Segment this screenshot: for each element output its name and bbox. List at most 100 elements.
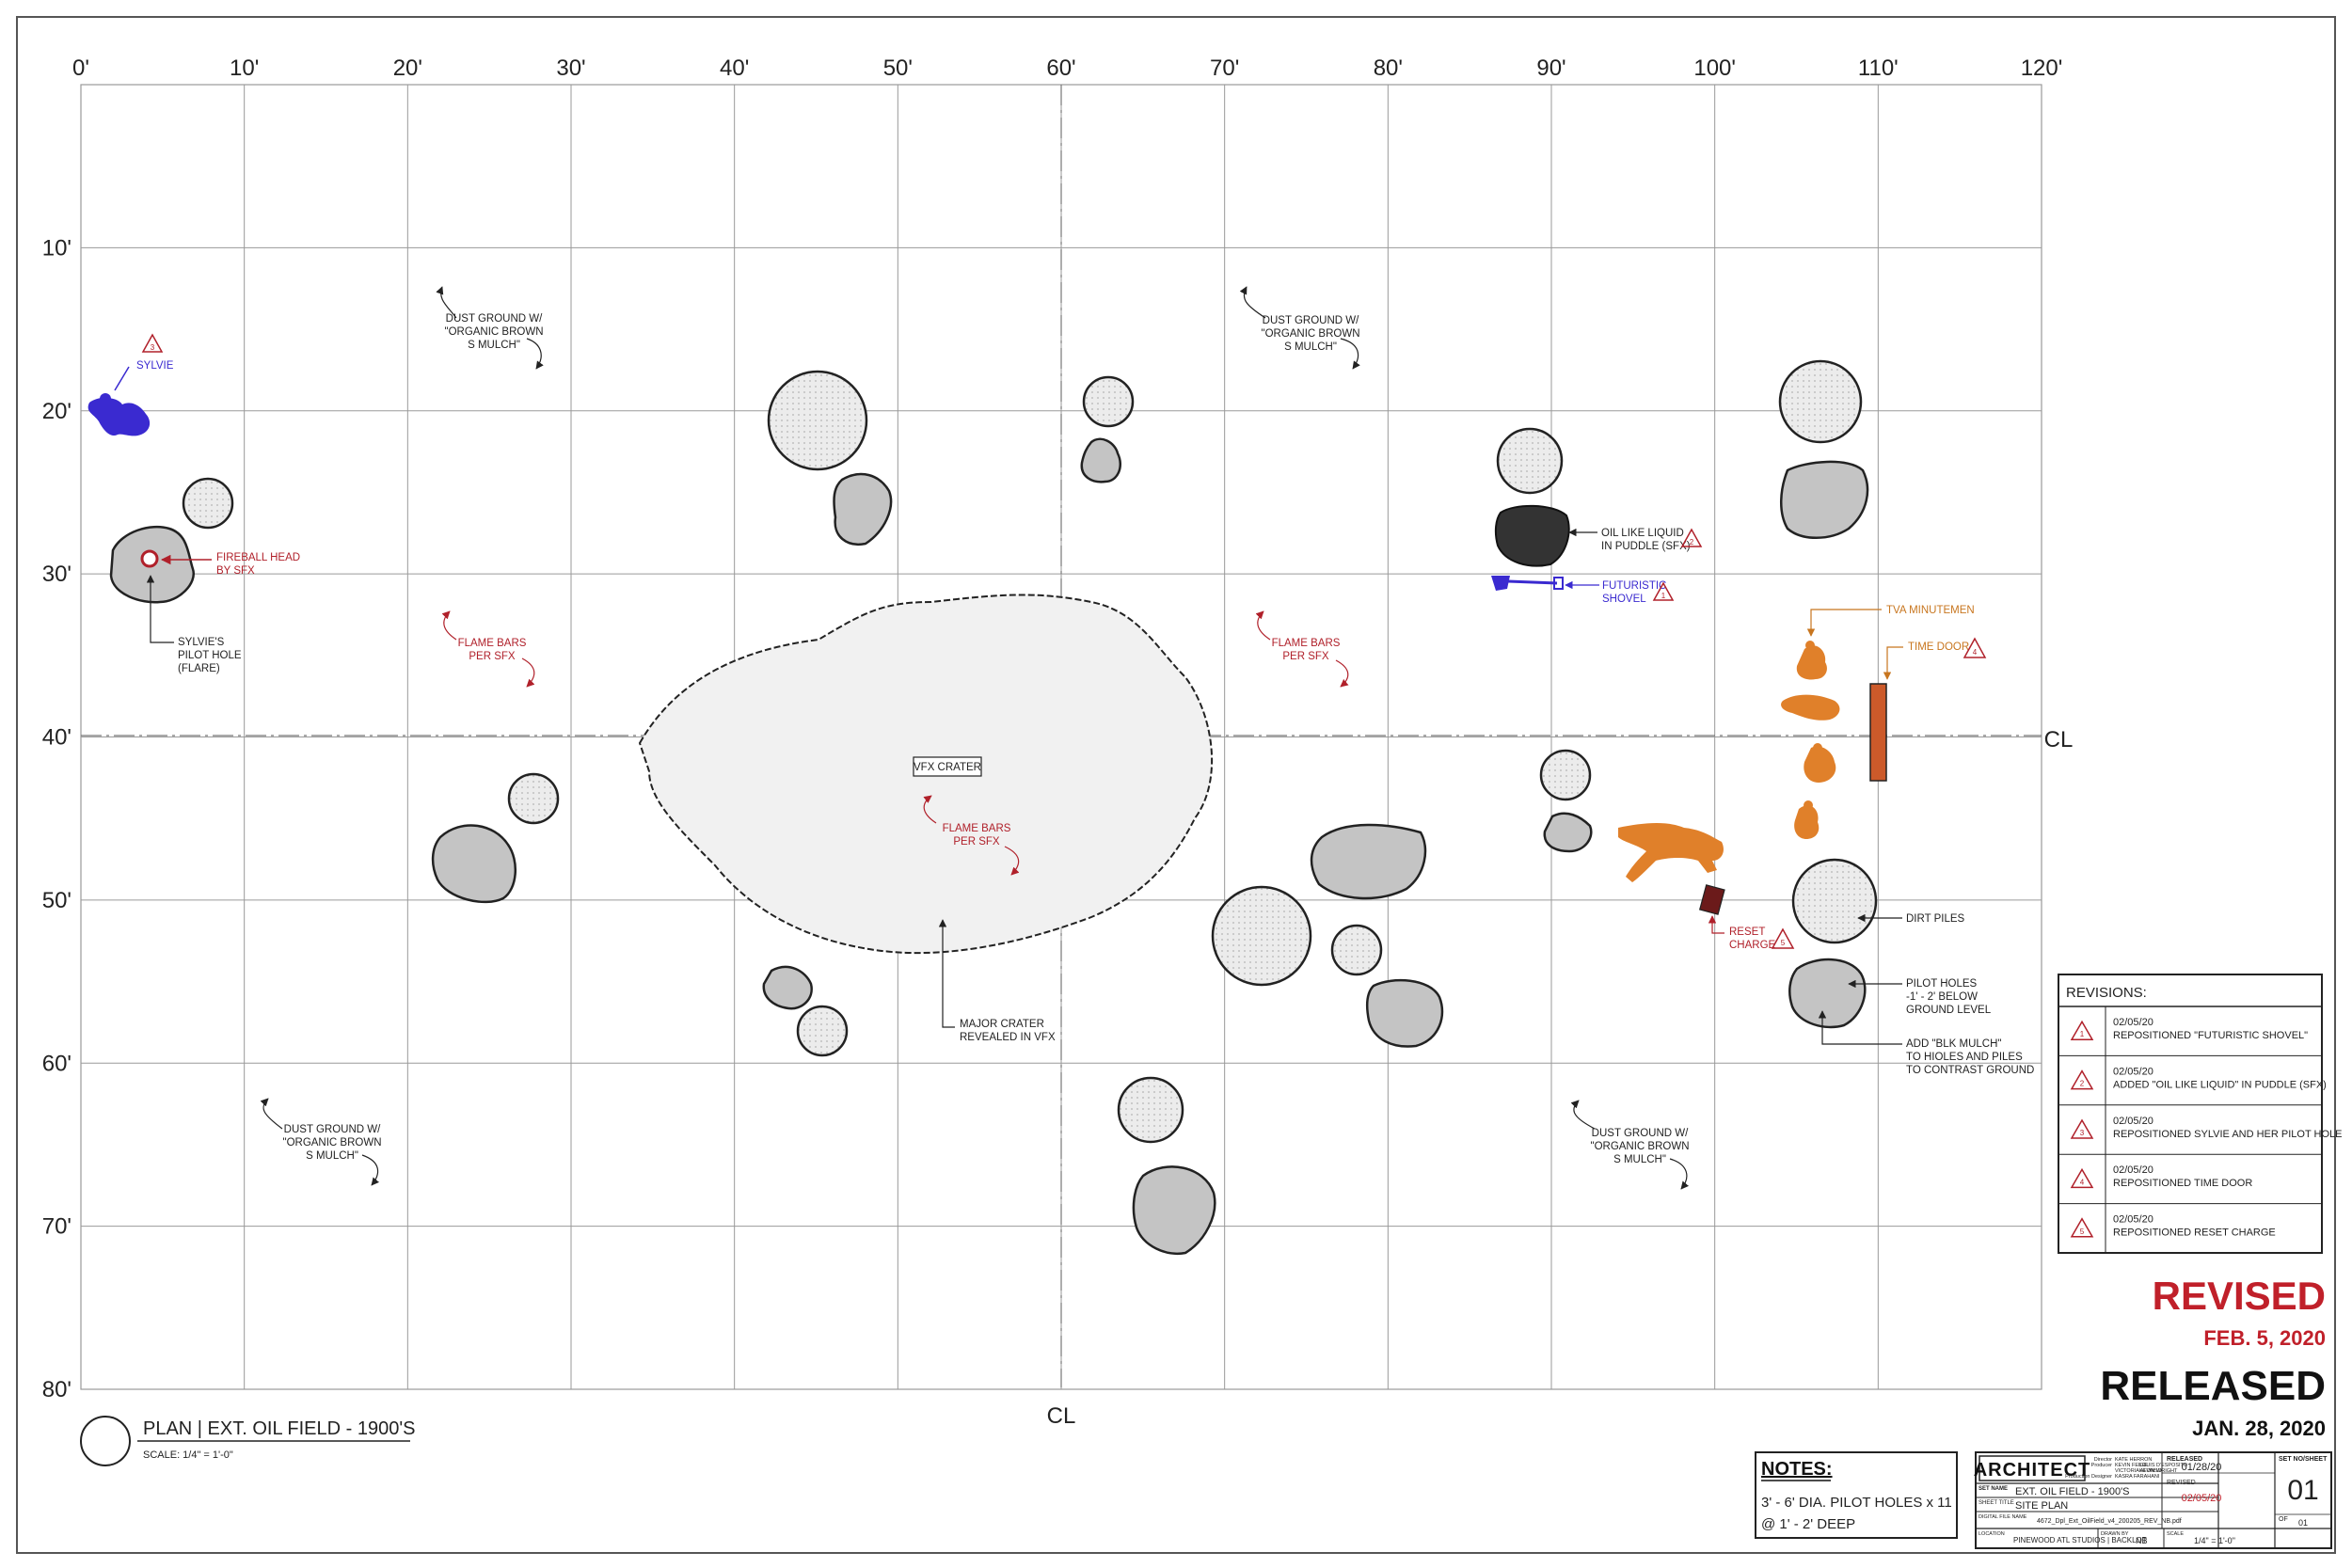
x-axis-tick-label: 30'	[556, 55, 585, 81]
notes-box: NOTES: 3' - 6' DIA. PILOT HOLES x 11 @ 1…	[1755, 1451, 1958, 1539]
vfx-crater-label: VFX CRATER	[914, 762, 981, 773]
revision-date: 02/05/20	[2113, 1164, 2153, 1176]
revised-value: 02/05/20	[2182, 1493, 2222, 1504]
svg-text:KATE HERRON: KATE HERRON	[2115, 1457, 2152, 1463]
tva-leader	[1806, 609, 1882, 637]
svg-text:2: 2	[1690, 538, 1694, 546]
svg-text:PER SFX: PER SFX	[1282, 651, 1329, 662]
centerline-mark-right: CL	[2044, 727, 2074, 752]
released-label: RELEASED	[2167, 1456, 2202, 1463]
x-axis-tick-label: 70'	[1210, 55, 1239, 81]
x-axis-tick-label: 20'	[393, 55, 422, 81]
svg-text:Producer: Producer	[2091, 1463, 2112, 1468]
pile-circle	[1778, 359, 1863, 444]
svg-text:S MULCH": S MULCH"	[1284, 341, 1337, 353]
time-door	[1869, 683, 1887, 782]
pilot-hole	[1080, 437, 1121, 483]
plan-scale: SCALE: 1/4" = 1'-0"	[143, 1449, 233, 1461]
pilot-holes	[109, 437, 1869, 1256]
pile-circle	[1539, 749, 1592, 801]
y-axis-tick-label: 40'	[42, 725, 72, 751]
set-no-label: SET NO/SHEET	[2279, 1456, 2328, 1463]
minuteman-figure	[1794, 805, 1820, 839]
x-axis-tick-label: 0'	[72, 55, 89, 81]
svg-text:LOUIS D'ESPOSITO: LOUIS D'ESPOSITO	[2139, 1463, 2188, 1468]
revised-label: REVISED	[2167, 1480, 2196, 1486]
svg-text:SCALE: SCALE	[2167, 1531, 2184, 1537]
svg-text:"ORGANIC BROWN: "ORGANIC BROWN	[1590, 1141, 1689, 1152]
sylvie-leader	[114, 366, 130, 391]
major-crater-leader	[938, 919, 955, 1028]
svg-text:DRAWN BY: DRAWN BY	[2101, 1531, 2129, 1537]
pilot-hole	[762, 965, 813, 1010]
released-stamp: RELEASED	[2100, 1363, 2326, 1409]
y-axis-labels: 10'20'30'40'50'60'70'80'	[42, 235, 72, 1402]
pilot-holes-label-1: PILOT HOLES	[1906, 978, 1978, 990]
notes-title: NOTES:	[1761, 1459, 1833, 1480]
of-label: OF	[2279, 1516, 2288, 1523]
x-axis-tick-label: 10'	[230, 55, 259, 81]
svg-text:S MULCH": S MULCH"	[1613, 1154, 1666, 1165]
svg-text:VICTORIA ALONSO: VICTORIA ALONSO	[2115, 1468, 2162, 1474]
svg-text:DUST GROUND W/: DUST GROUND W/	[1263, 315, 1359, 326]
x-axis-tick-label: 50'	[883, 55, 913, 81]
y-axis-tick-label: 20'	[42, 399, 72, 424]
pile-circle	[767, 370, 868, 471]
svg-text:DUST GROUND W/: DUST GROUND W/	[284, 1124, 381, 1135]
revision-date: 02/05/20	[2113, 1116, 2153, 1127]
reset-charge-leader	[1708, 915, 1724, 934]
released-value: 01/28/20	[2182, 1462, 2222, 1473]
revision-triangle-icon	[2070, 1167, 2094, 1189]
revision-number: 1	[2080, 1030, 2085, 1038]
drawn-by: NB	[2136, 1536, 2148, 1545]
x-axis-tick-label: 110'	[1858, 55, 1899, 81]
notes-line-2: @ 1' - 2' DEEP	[1761, 1516, 1855, 1532]
title-block: ARCHITECT Director Producer Production D…	[1974, 1451, 2332, 1549]
revision-date: 02/05/20	[2113, 1066, 2153, 1077]
pilot-hole-label-3: (FLARE)	[178, 663, 220, 674]
minuteman-figure	[1781, 694, 1840, 721]
x-axis-tick-label: 40'	[720, 55, 749, 81]
revision-marker: 3	[141, 333, 164, 353]
revision-text: REPOSITIONED "FUTURISTIC SHOVEL"	[2113, 1030, 2308, 1041]
x-axis-tick-label: 90'	[1536, 55, 1565, 81]
of-value: 01	[2298, 1518, 2308, 1528]
revision-marker: 2	[1680, 528, 1703, 547]
y-axis-tick-label: 70'	[42, 1214, 72, 1240]
svg-text:S MULCH": S MULCH"	[306, 1150, 358, 1162]
x-axis-tick-label: 60'	[1046, 55, 1075, 81]
pilot-hole	[1132, 1165, 1216, 1256]
y-axis-tick-label: 30'	[42, 562, 72, 587]
revision-number: 4	[2080, 1178, 2085, 1186]
revision-date: 02/05/20	[2113, 1214, 2153, 1226]
flame-bars-note-1: FLAME BARS PER SFX	[441, 610, 535, 688]
reset-charge	[1698, 884, 1725, 915]
svg-text:1: 1	[1661, 592, 1666, 600]
released-date: JAN. 28, 2020	[2192, 1417, 2326, 1440]
pilot-hole-label-1: SYLVIE'S	[178, 637, 225, 648]
minuteman-figure	[1804, 746, 1836, 783]
minuteman-figure	[1796, 645, 1827, 680]
oil-label-2: IN PUDDLE (SFX)	[1601, 541, 1691, 552]
revision-triangle-icon	[2070, 1020, 2094, 1040]
revision-number: 5	[2080, 1227, 2085, 1236]
blk-mulch-label-1: ADD "BLK MULCH"	[1906, 1038, 2001, 1050]
svg-text:S MULCH": S MULCH"	[468, 340, 520, 351]
svg-text:4: 4	[1973, 648, 1978, 657]
futuristic-shovel	[1491, 576, 1564, 591]
pile-circle	[1496, 427, 1564, 495]
pile-circle	[796, 1005, 849, 1057]
sheet-border	[16, 16, 2336, 1554]
file-name: 4672_Dpl_Ext_OilField_v4_200205_REV_NB.p…	[2037, 1518, 2182, 1525]
revision-triangle-icon	[2070, 1217, 2094, 1238]
pile-circle	[1117, 1076, 1184, 1144]
fireball-label-1: FIREBALL HEAD	[216, 552, 300, 563]
sheet-title: SITE PLAN	[2015, 1500, 2068, 1512]
svg-text:PER SFX: PER SFX	[953, 836, 1000, 847]
pilot-hole	[1310, 823, 1427, 900]
pilot-hole-label-2: PILOT HOLE	[178, 650, 242, 661]
pilot-hole	[1788, 958, 1867, 1029]
x-axis-tick-label: 80'	[1374, 55, 1403, 81]
revisions-title: REVISIONS:	[2066, 985, 2147, 1001]
